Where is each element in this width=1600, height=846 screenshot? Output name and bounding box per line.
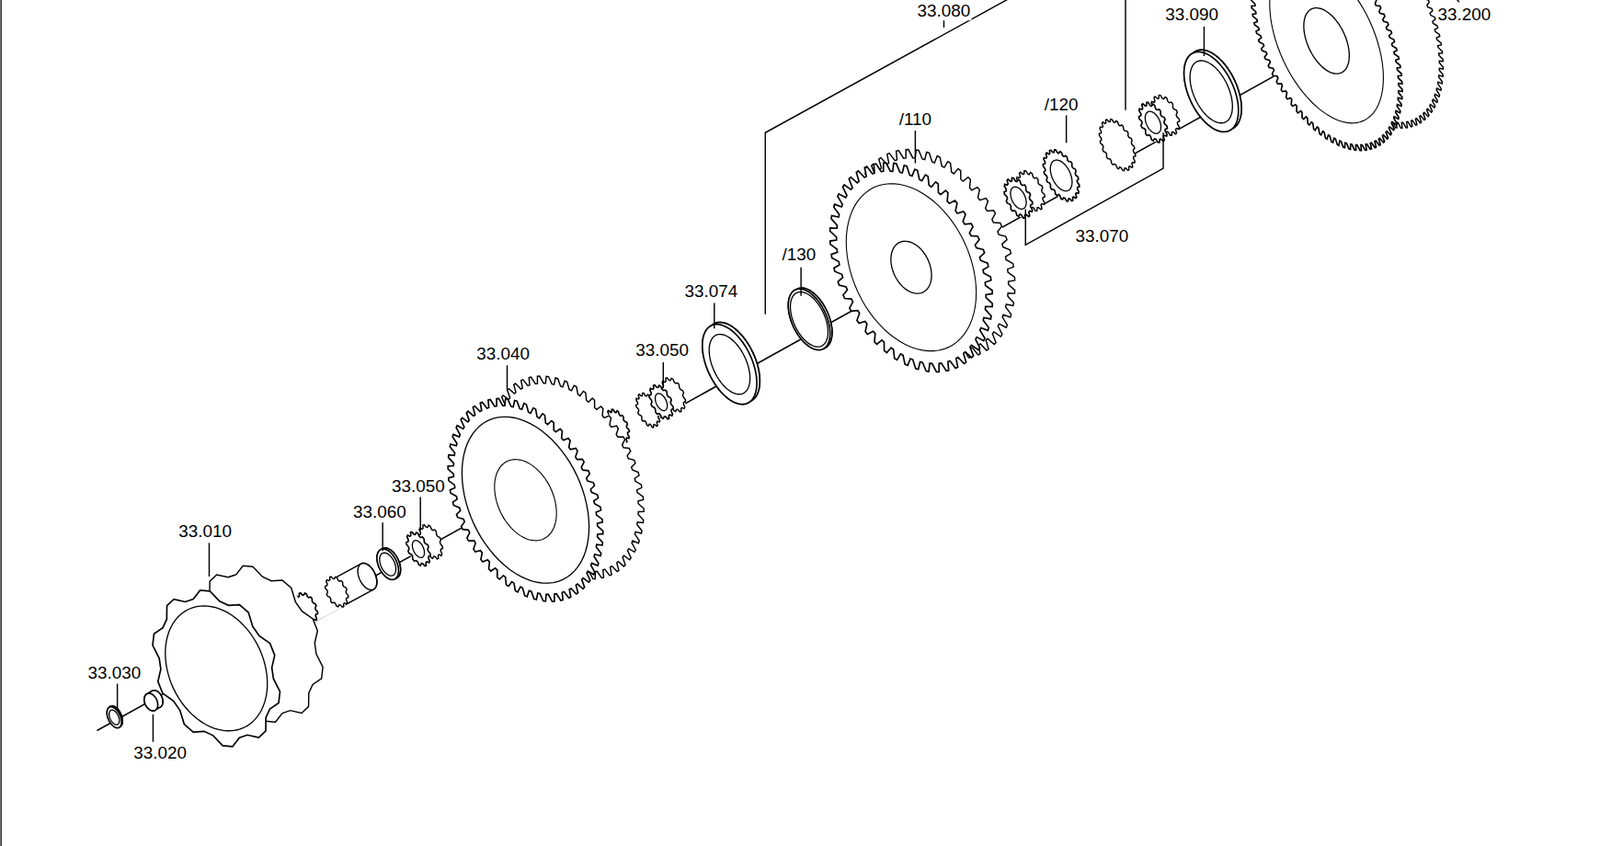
part-bore	[1010, 186, 1027, 209]
part-back-face	[357, 562, 378, 590]
callout-number: 33.020	[132, 743, 188, 763]
part-front-face	[1184, 51, 1239, 132]
callout-number: 33.070	[1074, 227, 1131, 246]
part-bore	[790, 291, 829, 347]
part-body	[830, 149, 1016, 373]
callout-number: 33.090	[1164, 6, 1220, 25]
machine-part	[1042, 119, 1135, 202]
leader-line	[765, 0, 1010, 315]
leader-line	[1453, 0, 1460, 2]
part-bore	[379, 552, 397, 576]
part-body	[106, 706, 123, 729]
machine-part	[377, 548, 401, 580]
part-body	[377, 548, 401, 580]
part-body	[1042, 119, 1135, 202]
callout-number: /130	[780, 245, 817, 264]
part-body	[447, 376, 644, 602]
machine-part	[702, 321, 761, 404]
machine-part	[152, 565, 323, 746]
part-bore	[708, 334, 750, 395]
part-bore	[1303, 8, 1349, 75]
part-front-face	[152, 590, 280, 747]
part-body	[1250, 0, 1443, 151]
part-back-face	[789, 287, 832, 349]
frame-line	[0, 0, 1, 846]
leader-line	[800, 267, 801, 297]
part-front-face	[788, 288, 830, 350]
part-bore	[1144, 111, 1161, 134]
part-front-face	[106, 707, 122, 729]
part-front-face	[377, 548, 400, 580]
callout-number: 33.050	[390, 477, 446, 496]
part-body	[702, 321, 761, 404]
part-back-face	[325, 576, 349, 607]
callout-number: 33.030	[86, 663, 142, 683]
part-bore	[109, 709, 120, 725]
callout-number: 33.060	[352, 502, 408, 522]
leader-line	[116, 683, 118, 709]
part-front-face	[447, 398, 604, 602]
part-body	[788, 287, 833, 350]
part-body	[152, 565, 323, 746]
machine-part	[1004, 171, 1045, 218]
part-bore	[411, 540, 424, 559]
machine-part	[1184, 49, 1243, 132]
part-bore	[1269, 0, 1384, 124]
callout-number: 33.050	[634, 342, 690, 361]
leader-line	[713, 303, 715, 330]
part-body	[406, 525, 444, 567]
leader-line	[1124, 0, 1126, 111]
part-front-face	[830, 162, 994, 372]
callout-number: 33.074	[683, 282, 739, 301]
callout-number: 33.040	[475, 344, 531, 364]
machine-part	[1250, 0, 1443, 151]
leader-line	[914, 130, 916, 164]
machine-part	[406, 525, 444, 567]
part-bore	[494, 459, 557, 541]
leader-line	[419, 496, 421, 531]
leader-line	[1065, 114, 1067, 143]
part-body	[1138, 95, 1179, 143]
callout-number: 33.200	[1436, 6, 1492, 25]
callout-number: /110	[898, 111, 934, 130]
callout-number: /120	[1043, 95, 1080, 115]
part-bore	[1050, 160, 1073, 192]
leader-line	[506, 365, 508, 390]
callout-number: 33.080	[916, 1, 972, 21]
part-front-face	[702, 324, 757, 405]
part-bore	[165, 605, 268, 732]
machine-part	[447, 376, 644, 602]
part-bore	[655, 393, 668, 412]
callout-number: 33.010	[177, 522, 233, 541]
leader-line	[208, 542, 210, 577]
part-body	[1004, 171, 1045, 218]
part-front-face	[1004, 177, 1033, 218]
part-front-face	[1250, 0, 1403, 151]
machine-part	[106, 706, 123, 729]
part-front-face	[1042, 149, 1079, 202]
leader-line	[662, 362, 664, 389]
part-front-face	[406, 531, 431, 566]
machine-part	[830, 149, 1016, 373]
leader-line	[1203, 26, 1205, 57]
part-bore	[845, 183, 976, 352]
leader-line	[381, 522, 383, 551]
part-bore	[1189, 60, 1233, 124]
part-body	[1184, 49, 1243, 132]
machine-part	[144, 690, 163, 711]
part-bore	[461, 416, 589, 583]
machine-part	[788, 287, 833, 350]
part-body	[144, 690, 163, 711]
part-front-face	[649, 385, 674, 420]
part-body	[649, 377, 686, 420]
part-back-face	[1098, 119, 1135, 172]
machine-part	[1138, 95, 1179, 143]
machine-part	[649, 377, 686, 420]
leader-line	[152, 714, 154, 743]
part-bore	[891, 240, 932, 294]
part-front-face	[144, 693, 159, 711]
